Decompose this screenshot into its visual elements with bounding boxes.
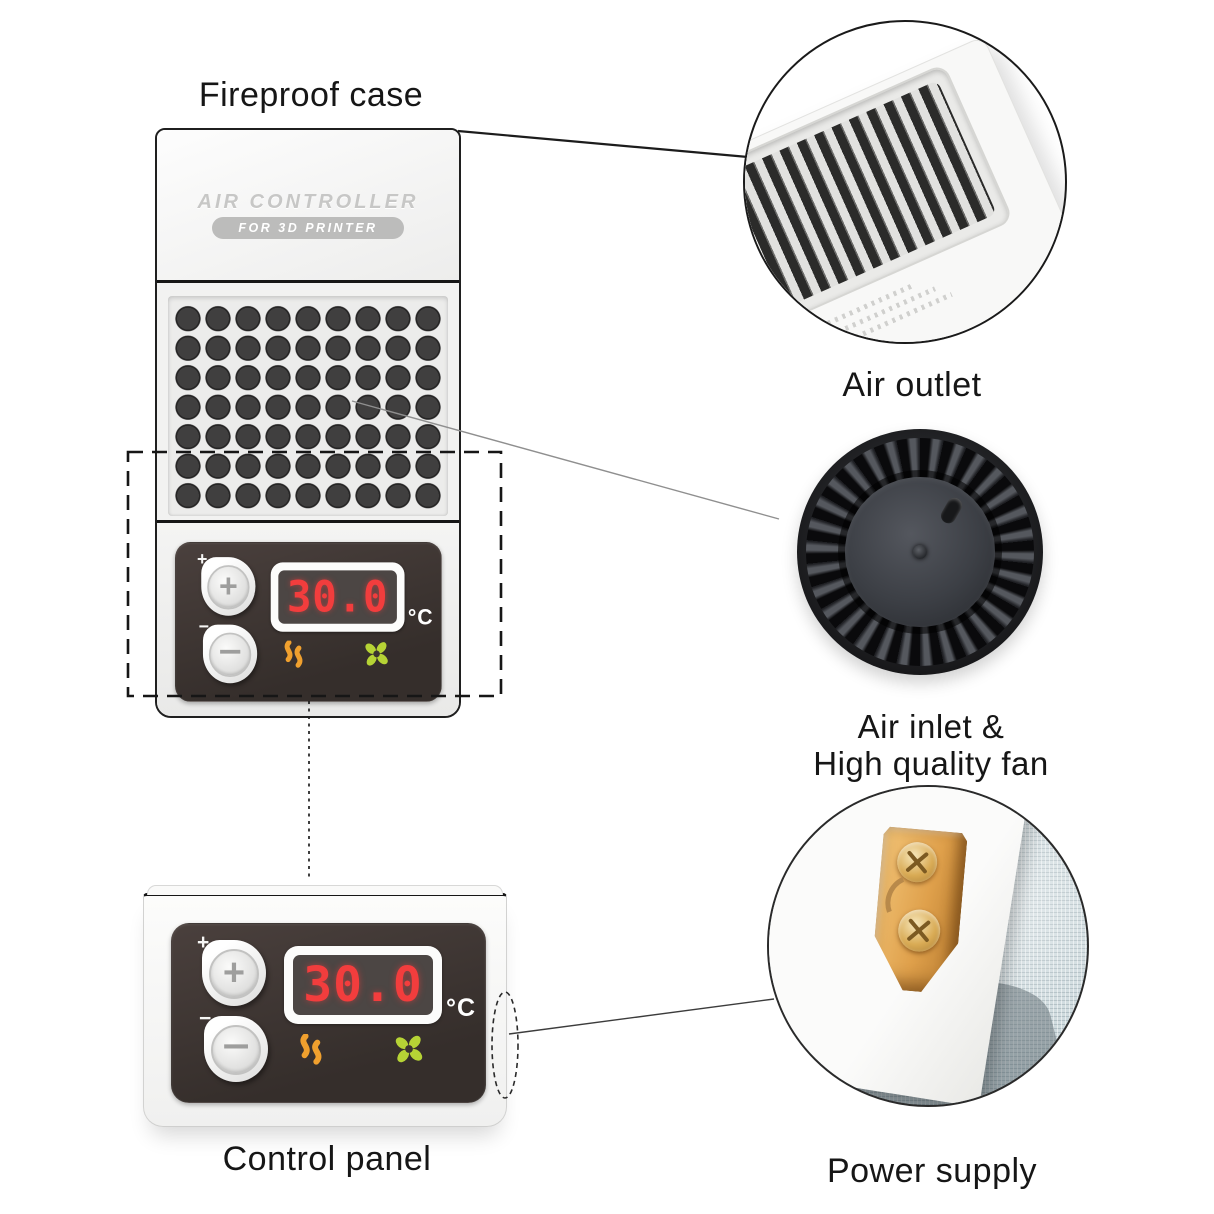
grille-holes [173,304,443,511]
outlet-grille-frame [745,63,1014,325]
outlet-grille-slats [745,80,997,308]
fan-blades-icon [395,1035,423,1063]
temperature-display: 30.0 [270,562,405,632]
air-outlet-leader-line [457,129,749,159]
plus-icon: + [222,951,246,994]
control-panel-zoom-view: + + − − 30.0 °C [143,885,507,1127]
control-panel: + + − − 30.0 [175,542,442,702]
plus-button-face: + [207,565,250,610]
display-screen: 30.0 [278,570,397,624]
label-air-outlet: Air outlet [842,366,982,404]
fan-hub [845,477,995,627]
temperature-display: 30.0 [284,946,442,1024]
label-air-inlet-line2: High quality fan [813,745,1049,782]
celsius-unit: °C [446,994,477,1022]
minus-button-face: − [208,632,252,677]
heat-waves-icon [284,640,303,668]
device-top-face: AIR CONTROLLER FOR 3D PRINTER [157,130,459,283]
control-panel: + + − − 30.0 °C [171,923,486,1103]
minus-icon: − [218,633,242,671]
control-panel-on-device: + + − − 30.0 [175,542,442,702]
temperature-value: 30.0 [286,572,389,622]
hub-screw [913,545,927,559]
minus-icon: − [222,1026,250,1068]
temperature-value: 30.0 [303,957,423,1013]
plus-mark: + [197,549,208,570]
xt60-power-connector [870,826,968,995]
label-power-supply: Power supply [826,1152,1038,1190]
temp-increase-button: + + [197,932,266,1006]
temp-decrease-button: − − [199,617,258,684]
label-fireproof-case: Fireproof case [198,76,424,114]
device-grille-section [157,283,459,523]
temp-decrease-button: − − [199,1008,268,1082]
plus-button-face: + [209,949,259,999]
temp-increase-button: + + [197,550,256,616]
minus-button-face: − [211,1025,261,1075]
perforated-grille-panel [168,296,448,516]
air-controller-device: AIR CONTROLLER FOR 3D PRINTER + + − [155,128,461,718]
power-leader-line [508,998,775,1035]
brand-title: AIR CONTROLLER [197,191,419,213]
hub-slot [938,495,965,526]
plus-mark: + [197,931,210,954]
heat-waves-icon [300,1034,322,1065]
label-air-inlet-line1: Air inlet & [857,708,1005,745]
fan-blades-icon [365,642,388,666]
celsius-unit: °C [407,605,434,630]
label-control-panel: Control panel [222,1140,432,1178]
air-outlet-photo [743,20,1067,344]
minus-mark: − [199,1007,212,1030]
display-screen: 30.0 [293,955,433,1015]
plus-icon: + [218,567,238,605]
blower-fan-photo [797,429,1043,675]
label-air-inlet-fan: Air inlet & High quality fan [813,708,1048,782]
minus-mark: − [198,616,210,638]
brand-subtitle-badge: FOR 3D PRINTER [212,217,404,239]
power-supply-photo [767,785,1089,1107]
device-corner [745,37,1065,342]
